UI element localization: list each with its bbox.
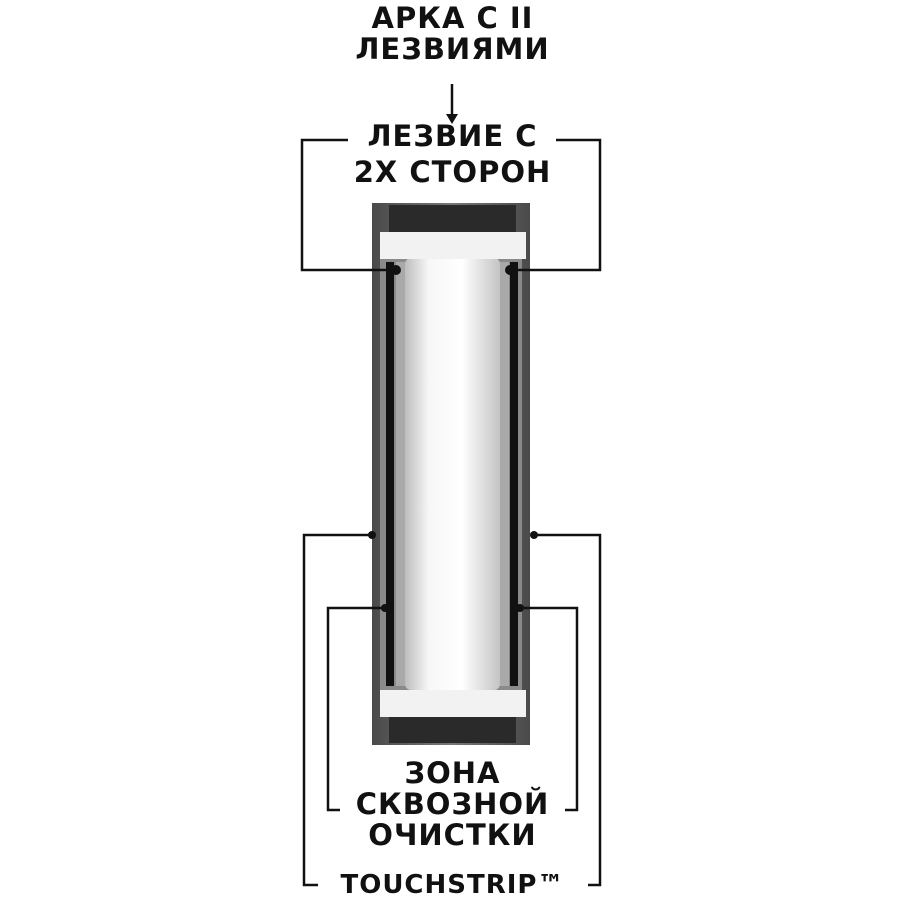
zone-callout-right [520, 606, 579, 812]
arch-label-line1: АРКА С II [371, 1, 534, 35]
zone-label-line3: ОЧИСТКИ [368, 818, 537, 852]
zone-callout-left [326, 606, 385, 812]
touchstrip-callout-right [534, 533, 602, 887]
blade-label-line2: 2Х СТОРОН [353, 155, 552, 189]
blade-label-line1: ЛЕЗВИЕ С [367, 119, 538, 153]
touchstrip-label: TOUCHSTRIP™ [340, 870, 565, 900]
blade-callout-right [510, 138, 602, 272]
touchstrip-callout-left [302, 533, 372, 887]
razor-head [372, 203, 530, 745]
callout-lines [300, 84, 602, 887]
arrow-down-icon [446, 114, 458, 124]
blade-callout-left [300, 138, 396, 272]
zone-label-line2: СКВОЗНОЙ [355, 787, 550, 821]
arch-label-line2: ЛЕЗВИЯМИ [355, 32, 550, 66]
zone-label-line1: ЗОНА [404, 756, 501, 790]
callout-dots [368, 265, 538, 612]
